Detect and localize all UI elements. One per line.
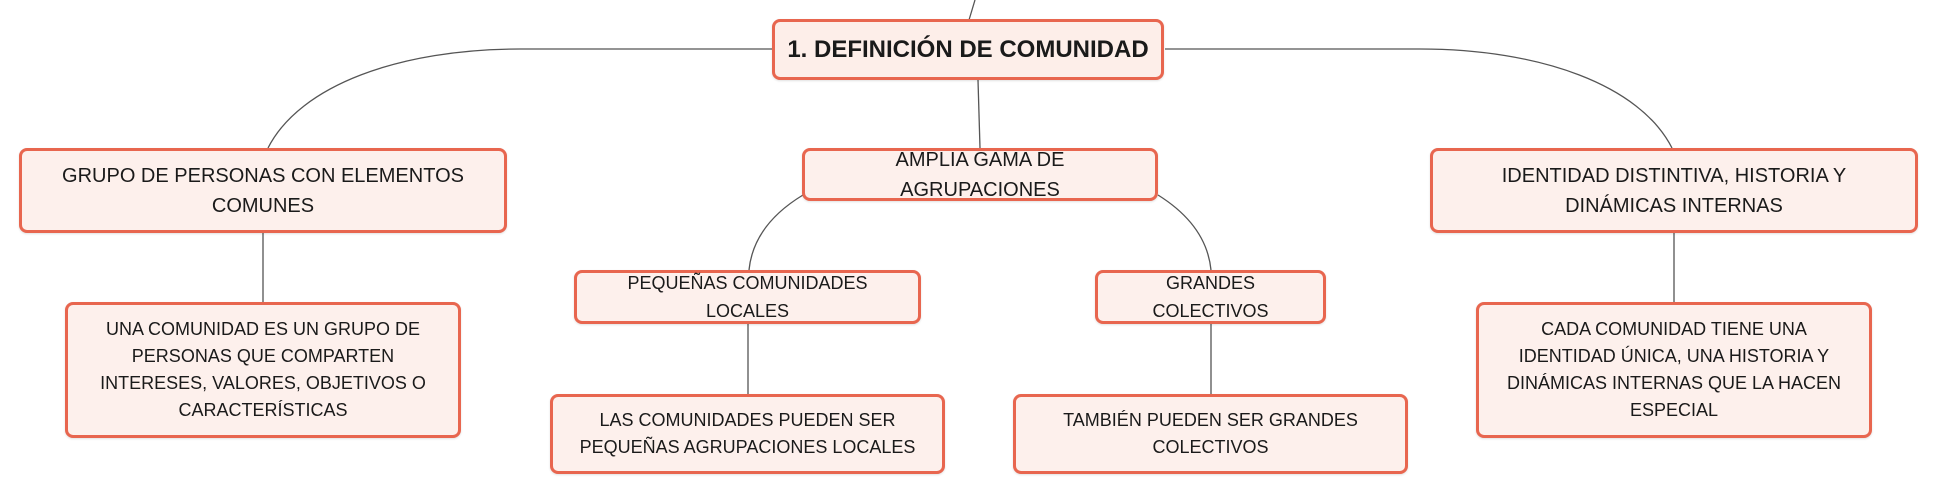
child-node-pequenas[interactable]: PEQUEÑAS COMUNIDADES LOCALES [574, 270, 921, 324]
connector-amplia-to-grandes [1157, 194, 1212, 271]
connector-root-to-grupo [267, 48, 775, 149]
detail-node-identidad-text: CADA COMUNIDAD TIENE UNA IDENTIDAD ÚNICA… [1506, 319, 1842, 420]
branch-node-identidad-label: IDENTIDAD DISTINTIVA, HISTORIA Y DINÁMIC… [1501, 164, 1847, 217]
branch-node-grupo-label: GRUPO DE PERSONAS CON ELEMENTOS COMUNES [62, 164, 464, 217]
detail-node-grandes-text: TAMBIÉN PUEDEN SER GRANDES COLECTIVOS [1063, 410, 1358, 457]
detail-node-identidad[interactable]: CADA COMUNIDAD TIENE UNA IDENTIDAD ÚNICA… [1476, 302, 1872, 438]
detail-node-grupo-text: UNA COMUNIDAD ES UN GRUPO DE PERSONAS QU… [100, 319, 426, 420]
connector-root-to-identidad [1165, 48, 1673, 149]
branch-node-amplia-label: AMPLIA GAMA DE AGRUPACIONES [895, 148, 1065, 201]
detail-node-pequenas-text: LAS COMUNIDADES PUEDEN SER PEQUEÑAS AGRU… [579, 410, 916, 457]
detail-node-grandes[interactable]: TAMBIÉN PUEDEN SER GRANDES COLECTIVOS [1013, 394, 1408, 474]
child-node-pequenas-label: PEQUEÑAS COMUNIDADES LOCALES [627, 273, 868, 321]
child-node-grandes[interactable]: GRANDES COLECTIVOS [1095, 270, 1326, 324]
connector-root-parent [968, 0, 976, 21]
branch-node-grupo[interactable]: GRUPO DE PERSONAS CON ELEMENTOS COMUNES [19, 148, 507, 233]
detail-node-pequenas[interactable]: LAS COMUNIDADES PUEDEN SER PEQUEÑAS AGRU… [550, 394, 945, 474]
detail-node-grupo[interactable]: UNA COMUNIDAD ES UN GRUPO DE PERSONAS QU… [65, 302, 461, 438]
branch-node-identidad[interactable]: IDENTIDAD DISTINTIVA, HISTORIA Y DINÁMIC… [1430, 148, 1918, 233]
connector-amplia-to-pequenas [748, 194, 804, 271]
connector-root-to-amplia [977, 79, 981, 149]
child-node-grandes-label: GRANDES COLECTIVOS [1152, 273, 1269, 321]
branch-node-amplia[interactable]: AMPLIA GAMA DE AGRUPACIONES [802, 148, 1158, 201]
root-node-label: 1. DEFINICIÓN DE COMUNIDAD [787, 35, 1149, 63]
root-node[interactable]: 1. DEFINICIÓN DE COMUNIDAD [772, 19, 1164, 80]
